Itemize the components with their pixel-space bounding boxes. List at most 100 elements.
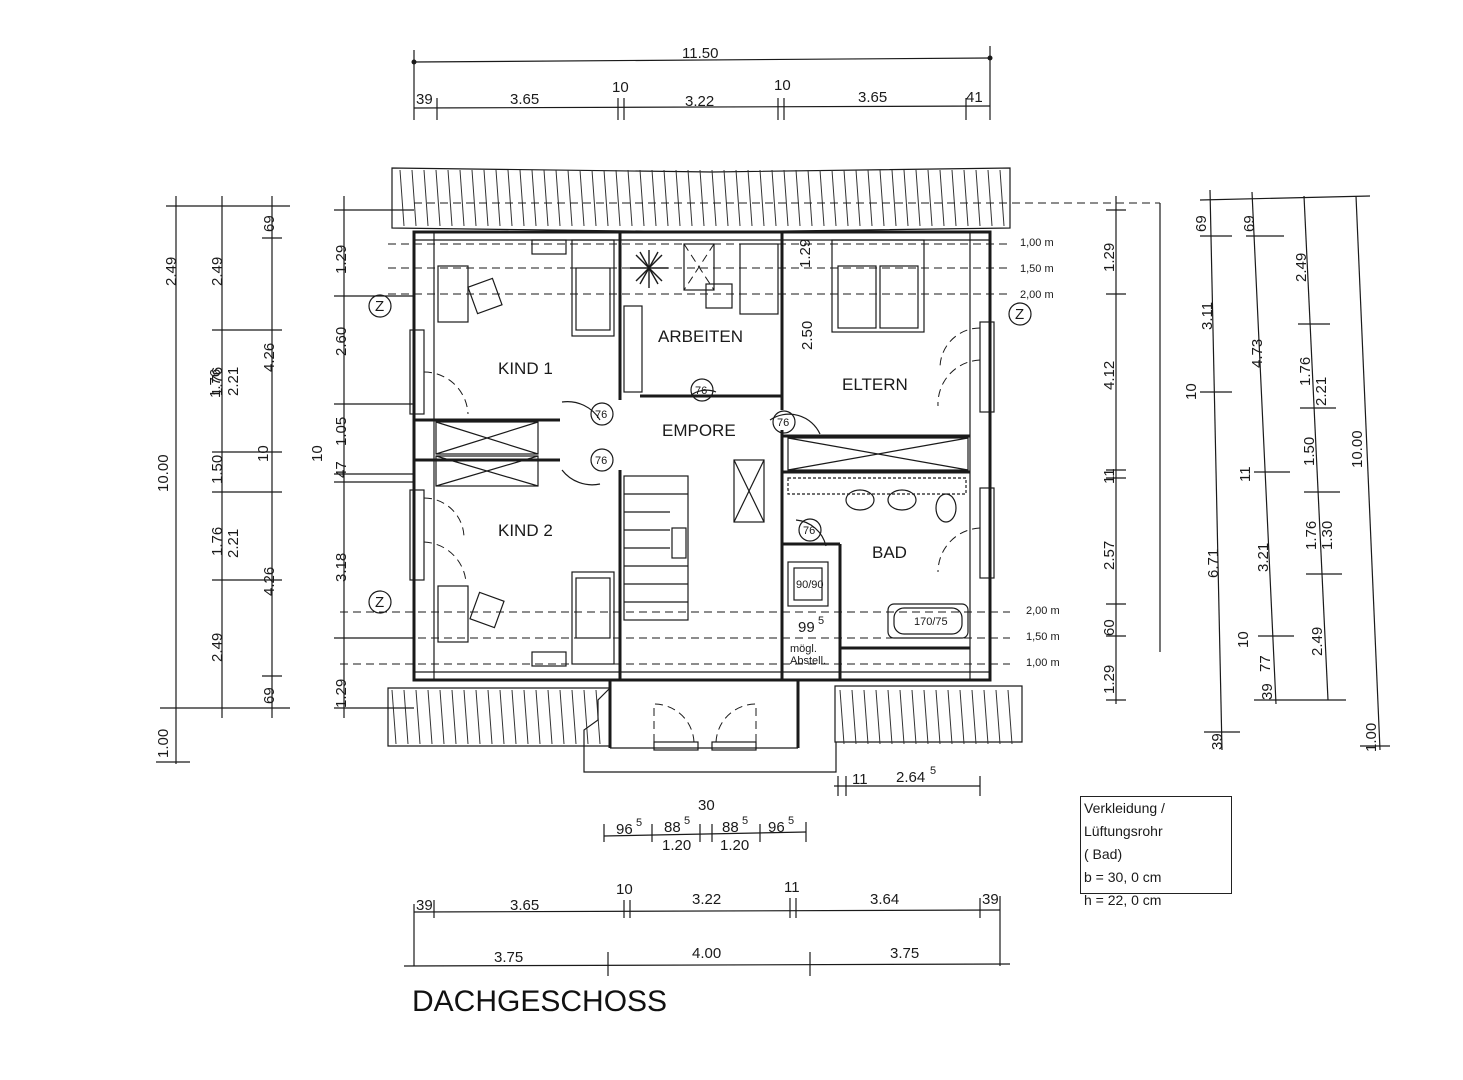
dim-right-b-d: 3.21	[1255, 543, 1272, 572]
dim-left-wall-f: 3.18	[333, 553, 350, 582]
dim-left-wall-c: 1.05	[333, 417, 350, 446]
dim-right-c-g: 2.49	[1309, 627, 1326, 656]
roof-tile-line	[519, 169, 525, 227]
dim-bottom-j: 3.75	[890, 945, 919, 962]
dim-left-mid-d-v: 1.76	[209, 527, 226, 556]
door-tag-2: 76	[595, 455, 607, 467]
roof-tile-line	[759, 169, 765, 227]
roof-tile-line	[531, 169, 537, 227]
roof-height-lines	[340, 243, 1010, 665]
dim-left-inner-f: 4.26	[261, 567, 278, 596]
roof-tile-line	[983, 689, 989, 745]
roof-tile-line	[471, 169, 477, 227]
right-dimension-lines	[1106, 189, 1390, 751]
bathroom-fixtures	[787, 477, 969, 639]
roof-tile-line	[959, 689, 965, 745]
plan-title: DACHGESCHOSS	[412, 985, 668, 1018]
door-tag-5: 76	[803, 525, 815, 537]
roof-tile-line	[447, 169, 453, 227]
roof-tile-line	[819, 169, 825, 227]
roof-tile-line	[771, 169, 777, 227]
roof-tile-line	[927, 169, 933, 227]
dim-right-a-c: 10	[1183, 383, 1200, 400]
door-tag-1: 76	[595, 409, 607, 421]
dim-entry-d: 88	[722, 819, 739, 836]
roof-tile-line	[903, 169, 909, 227]
dim-entry-e-sup: 5	[788, 815, 794, 827]
roof-tile-line	[963, 169, 969, 227]
dim-left-mid-b-v: 1.76	[209, 367, 226, 396]
sink-label-sup: 5	[818, 615, 824, 627]
dim-right-a-e: 39	[1209, 733, 1226, 750]
dim-left-mid-b: 1.76	[207, 369, 224, 398]
roof-tile-line	[523, 689, 529, 745]
dim-right-c-c: 2.21	[1313, 377, 1330, 406]
height-4: 2,00 m	[1026, 605, 1060, 617]
door-tag-4: 76	[777, 417, 789, 429]
dim-bottom-h: 3.75	[494, 949, 523, 966]
roof-tile-line	[543, 169, 549, 227]
shower-size: 90/90	[796, 579, 824, 591]
dim-right-b-e: 10	[1235, 631, 1252, 648]
roof-tile-line	[723, 169, 729, 227]
dim-left-mid-e-v: 2.49	[209, 633, 226, 662]
door-tag-3: 76	[695, 385, 707, 397]
dim-right-a-b: 3.11	[1199, 302, 1216, 330]
dim-entry-d-sup: 5	[742, 815, 748, 827]
roof-tile-line	[971, 689, 977, 745]
dim-bottom-g: 39	[982, 891, 999, 908]
roof-tile-line	[947, 689, 953, 745]
dim-right-b-c: 11	[1237, 466, 1254, 482]
dim-right-wall-f: 1.29	[1101, 665, 1118, 694]
dim-right-b-a: 69	[1241, 215, 1258, 232]
storage-label-2: Abstell.	[790, 655, 826, 667]
dim-right-b-g: 39	[1259, 683, 1276, 700]
furniture	[437, 239, 779, 667]
room-empore: EMPORE	[662, 421, 736, 440]
dim-entry-h: 11	[852, 771, 868, 788]
roof-tile-line	[939, 169, 945, 227]
height-6: 1,00 m	[1026, 657, 1060, 669]
roof-tile-line	[451, 689, 457, 745]
roof-tile-line	[923, 689, 929, 745]
dim-right-c-f: 1.30	[1319, 521, 1336, 550]
sink-label: 99	[798, 619, 815, 636]
dim-right-wall-e: 60	[1101, 619, 1118, 636]
dim-right-c-e: 1.76	[1303, 521, 1320, 550]
roof-tile-line	[555, 169, 561, 227]
roof-tile-line	[843, 169, 849, 227]
roof-tile-line	[427, 689, 433, 745]
dim-left-mid-a-v: 2.49	[209, 257, 226, 286]
roof-tile-line	[995, 689, 1001, 745]
roof-tile-line	[795, 169, 801, 227]
roof-tile-line	[911, 689, 917, 745]
roof-tile-line	[591, 169, 597, 227]
roof-tile-line	[639, 169, 645, 227]
dim-right-c-d: 1.50	[1301, 437, 1318, 466]
height-2: 1,50 m	[1020, 263, 1054, 275]
dim-entry-c: 30	[698, 797, 715, 814]
height-5: 1,50 m	[1026, 631, 1060, 643]
roof-tile-line	[535, 689, 541, 745]
dim-bottom-c: 10	[616, 881, 633, 898]
roof-tile-line	[547, 689, 553, 745]
roof-tile-line	[483, 169, 489, 227]
dim-eltern-b: 2.50	[799, 321, 816, 350]
dim-right-wall-d: 2.57	[1101, 541, 1118, 570]
dim-entry-b-sup: 5	[684, 815, 690, 827]
roof-tile-line	[675, 169, 681, 227]
roof-tile-line	[951, 169, 957, 227]
roof-tile-line	[887, 689, 893, 745]
dim-bottom-e: 11	[784, 879, 800, 896]
roof-tile-line	[783, 169, 789, 227]
dim-entry-e: 96	[768, 819, 785, 836]
dim-right-b-b: 4.73	[1249, 339, 1266, 368]
z-tag-2: Z	[375, 594, 384, 611]
roof-tile-line	[411, 169, 417, 227]
dim-right-a-d: 6.71	[1205, 549, 1222, 578]
roof-tile-line	[651, 169, 657, 227]
dim-left-inner-a: 69	[261, 215, 278, 232]
roof-tile-line	[571, 689, 577, 745]
dim-left-inner-g: 69	[261, 687, 278, 704]
